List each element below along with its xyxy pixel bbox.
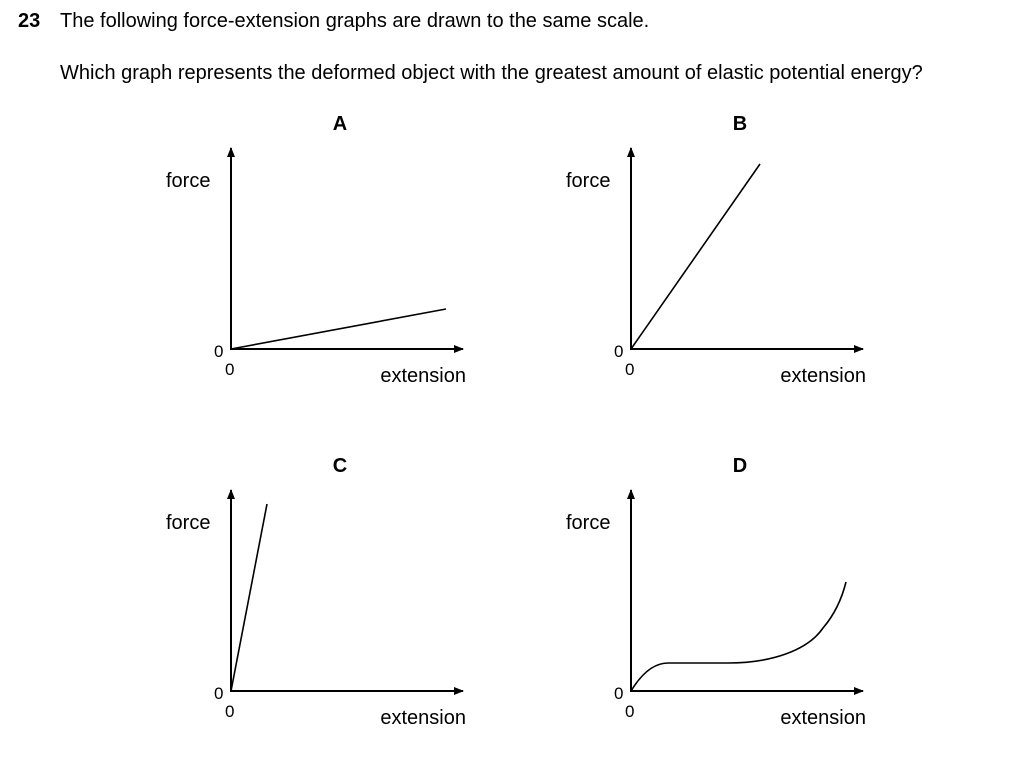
graph-c-origin-x: 0: [225, 702, 234, 721]
graph-a-curve: [230, 308, 447, 350]
graph-d-letter: D: [733, 455, 747, 477]
graph-c-letter: C: [333, 455, 347, 477]
graph-b-origin-y: 0: [614, 342, 623, 361]
graph-a-letter: A: [333, 113, 347, 135]
question-stem: The following force-extension graphs are…: [60, 10, 650, 32]
graph-c-x-label: extension: [380, 707, 466, 729]
graph-d: D force extension 0 0: [566, 455, 866, 729]
graph-b-letter: B: [733, 113, 747, 135]
graph-d-curve: [630, 581, 847, 692]
graph-c-y-label: force: [166, 512, 210, 534]
graph-a-x-label: extension: [380, 365, 466, 387]
graph-b-origin-x: 0: [625, 360, 634, 379]
graph-d-origin-x: 0: [625, 702, 634, 721]
graph-b: B force extension 0 0: [566, 113, 866, 387]
graph-b-x-label: extension: [780, 365, 866, 387]
graph-d-y-label: force: [566, 512, 610, 534]
graph-a-origin-x: 0: [225, 360, 234, 379]
graph-c-origin-y: 0: [214, 684, 223, 703]
graph-b-y-label: force: [566, 170, 610, 192]
question-number: 23: [18, 10, 41, 32]
graph-d-origin-y: 0: [614, 684, 623, 703]
graph-c: C force extension 0 0: [166, 455, 466, 729]
graph-d-x-label: extension: [780, 707, 866, 729]
question-prompt: Which graph represents the deformed obje…: [60, 62, 923, 84]
graph-a-origin-y: 0: [214, 342, 223, 361]
graph-a: A force extension 0 0: [166, 113, 466, 387]
graph-a-y-label: force: [166, 170, 210, 192]
graph-c-curve: [230, 503, 268, 692]
graph-b-curve: [630, 163, 761, 350]
